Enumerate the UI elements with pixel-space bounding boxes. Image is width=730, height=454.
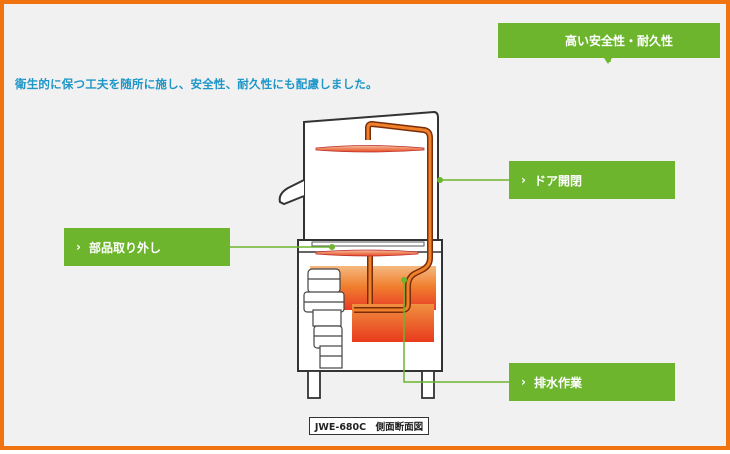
leader-lines xyxy=(230,58,611,383)
rack-rail xyxy=(311,241,425,247)
door-handle xyxy=(278,179,305,206)
callout-parts-label: 部品取り外し xyxy=(88,240,161,255)
callout-door: › ドア開閉 xyxy=(509,161,675,199)
header-badge-label: 高い安全性・耐久性 xyxy=(564,34,673,48)
chevron-right-icon: › xyxy=(521,375,526,389)
header-badge-pointer xyxy=(604,58,612,64)
tagline: 衛生的に保つ工夫を随所に施し、安全性、耐久性にも配慮しました。 xyxy=(15,77,378,91)
header-badge: 高い安全性・耐久性 xyxy=(498,23,720,64)
diagram-caption: JWE-680C 側面断面図 xyxy=(309,417,429,435)
lower-spray-arm xyxy=(315,249,419,257)
callout-drain-label: 排水作業 xyxy=(533,375,582,390)
callout-drain: › 排水作業 xyxy=(509,363,675,401)
chevron-right-icon: › xyxy=(521,173,526,187)
callout-door-label: ドア開閉 xyxy=(533,173,582,188)
leader-dots xyxy=(329,177,443,283)
pump-assembly xyxy=(303,268,345,369)
callout-parts: › 部品取り外し xyxy=(64,228,230,266)
dishwasher-cross-section-diagram xyxy=(230,58,611,399)
upper-spray-arm xyxy=(315,145,425,153)
drain-leader xyxy=(403,280,509,383)
leg-right xyxy=(421,370,435,399)
leg-left xyxy=(307,370,321,399)
chevron-right-icon: › xyxy=(76,240,81,254)
